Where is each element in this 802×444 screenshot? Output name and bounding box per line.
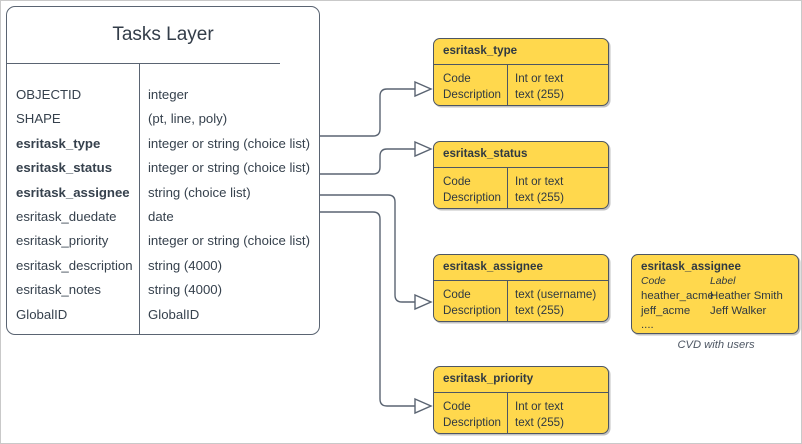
tasks-layer-header-divider bbox=[7, 63, 280, 64]
domain-box-esritask-type[interactable]: esritask_type Code Description Int or te… bbox=[433, 38, 609, 106]
field-row[interactable]: GlobalID GlobalID bbox=[7, 303, 319, 327]
domain-code-type: text (username) bbox=[515, 288, 597, 301]
domain-code-label: Code bbox=[443, 175, 471, 188]
domain-description-type: text (255) bbox=[515, 303, 564, 317]
arrowhead-type bbox=[414, 80, 433, 98]
domain-header-divider bbox=[434, 64, 608, 65]
domain-type-values: Int or text text (255) bbox=[515, 174, 564, 205]
field-name: esritask_duedate bbox=[16, 208, 117, 224]
domain-box-esritask-assignee[interactable]: esritask_assignee Code Description text … bbox=[433, 254, 609, 322]
domain-description-label: Description bbox=[443, 87, 501, 101]
domain-description-type: text (255) bbox=[515, 415, 564, 429]
cvd-code-value: jeff_acme bbox=[641, 304, 691, 317]
connector-to-type bbox=[320, 88, 415, 137]
cvd-label-header: Label bbox=[710, 276, 736, 287]
field-name: esritask_description bbox=[16, 257, 133, 273]
cvd-code-value: .... bbox=[641, 319, 654, 332]
field-name: esritask_notes bbox=[16, 282, 102, 298]
domain-description-label: Description bbox=[443, 190, 501, 204]
field-type: (pt, line, poly) bbox=[148, 111, 228, 127]
tasks-layer-column-divider bbox=[139, 64, 140, 334]
field-type: string (4000) bbox=[148, 257, 223, 273]
domain-box-esritask-priority[interactable]: esritask_priority Code Description Int o… bbox=[433, 366, 609, 434]
domain-description-type: text (255) bbox=[515, 190, 564, 204]
field-row[interactable]: OBJECTID integer bbox=[7, 83, 319, 107]
domain-type-values: Int or text text (255) bbox=[515, 71, 564, 102]
domain-code-label: Code bbox=[443, 72, 471, 85]
cvd-code-header: Code bbox=[641, 276, 666, 287]
domain-header-divider bbox=[434, 167, 608, 168]
domain-header-divider bbox=[434, 280, 608, 281]
domain-code-label: Code bbox=[443, 400, 471, 413]
field-type: integer or string (choice list) bbox=[148, 160, 310, 176]
field-type: string (4000) bbox=[148, 282, 223, 298]
arrowhead-status bbox=[414, 140, 433, 158]
connector-to-status bbox=[320, 148, 415, 175]
field-name: GlobalID bbox=[16, 306, 68, 322]
field-row[interactable]: esritask_type integer or string (choice … bbox=[7, 132, 319, 156]
domain-column-divider bbox=[507, 392, 508, 433]
field-type: date bbox=[148, 208, 174, 224]
domain-box-esritask-status[interactable]: esritask_status Code Description Int or … bbox=[433, 141, 609, 209]
field-type: GlobalID bbox=[148, 306, 200, 322]
domain-title: esritask_type bbox=[443, 44, 518, 57]
domain-code-labels: Code Description bbox=[443, 399, 501, 430]
domain-code-labels: Code Description bbox=[443, 174, 501, 205]
field-name: OBJECTID bbox=[16, 87, 82, 102]
domain-description-label: Description bbox=[443, 415, 501, 429]
domain-title: esritask_status bbox=[443, 147, 528, 160]
cvd-label-column: Label Heather Smith Jeff Walker bbox=[710, 275, 783, 318]
domain-code-type: Int or text bbox=[515, 400, 564, 413]
field-row[interactable]: esritask_duedate date bbox=[7, 205, 319, 229]
cvd-sample-box[interactable]: esritask_assignee Code heather_acme jeff… bbox=[631, 254, 799, 334]
domain-code-type: Int or text bbox=[515, 72, 564, 85]
field-type: integer bbox=[148, 87, 189, 102]
field-row[interactable]: esritask_status integer or string (choic… bbox=[7, 156, 319, 180]
domain-type-values: text (username) text (255) bbox=[515, 287, 596, 318]
field-row[interactable]: esritask_description string (4000) bbox=[7, 254, 319, 278]
cvd-title: esritask_assignee bbox=[641, 260, 741, 273]
field-name: esritask_status bbox=[16, 160, 113, 176]
field-type: string (choice list) bbox=[148, 184, 251, 200]
cvd-label-value: Heather Smith bbox=[710, 290, 783, 303]
tasks-layer-title: Tasks Layer bbox=[112, 24, 214, 45]
field-row[interactable]: esritask_notes string (4000) bbox=[7, 278, 319, 302]
field-name: SHAPE bbox=[16, 111, 61, 127]
cvd-caption: CVD with users bbox=[677, 339, 755, 351]
domain-title: esritask_priority bbox=[443, 372, 534, 385]
domain-description-type: text (255) bbox=[515, 87, 564, 101]
domain-code-labels: Code Description bbox=[443, 287, 501, 318]
cvd-label-value: Jeff Walker bbox=[710, 304, 767, 317]
domain-description-label: Description bbox=[443, 303, 501, 317]
connector-to-priority bbox=[320, 211, 415, 407]
arrowhead-assignee bbox=[414, 293, 433, 311]
domain-header-divider bbox=[434, 392, 608, 393]
field-type: integer or string (choice list) bbox=[148, 233, 310, 249]
domain-code-type: Int or text bbox=[515, 175, 564, 188]
field-name: esritask_priority bbox=[16, 233, 109, 249]
domain-column-divider bbox=[507, 167, 508, 208]
field-type: integer or string (choice list) bbox=[148, 135, 310, 151]
domain-code-label: Code bbox=[443, 288, 471, 301]
field-row[interactable]: SHAPE (pt, line, poly) bbox=[7, 107, 319, 131]
domain-column-divider bbox=[507, 64, 508, 105]
connector-to-assignee bbox=[320, 194, 415, 303]
arrowhead-priority bbox=[414, 397, 433, 415]
tasks-layer-field-list: OBJECTID integer SHAPE (pt, line, poly) … bbox=[7, 83, 319, 327]
field-name: esritask_assignee bbox=[16, 184, 130, 200]
domain-title: esritask_assignee bbox=[443, 260, 543, 273]
field-row[interactable]: esritask_assignee string (choice list) bbox=[7, 181, 319, 205]
cvd-code-column: Code heather_acme jeff_acme .... bbox=[641, 275, 714, 333]
domain-column-divider bbox=[507, 280, 508, 321]
domain-code-labels: Code Description bbox=[443, 71, 501, 102]
tasks-layer-entity[interactable]: Tasks Layer OBJECTID integer SHAPE (pt, … bbox=[6, 6, 320, 335]
field-name: esritask_type bbox=[16, 135, 101, 151]
domain-type-values: Int or text text (255) bbox=[515, 399, 564, 430]
cvd-code-value: heather_acme bbox=[641, 290, 714, 303]
field-row[interactable]: esritask_priority integer or string (cho… bbox=[7, 229, 319, 253]
